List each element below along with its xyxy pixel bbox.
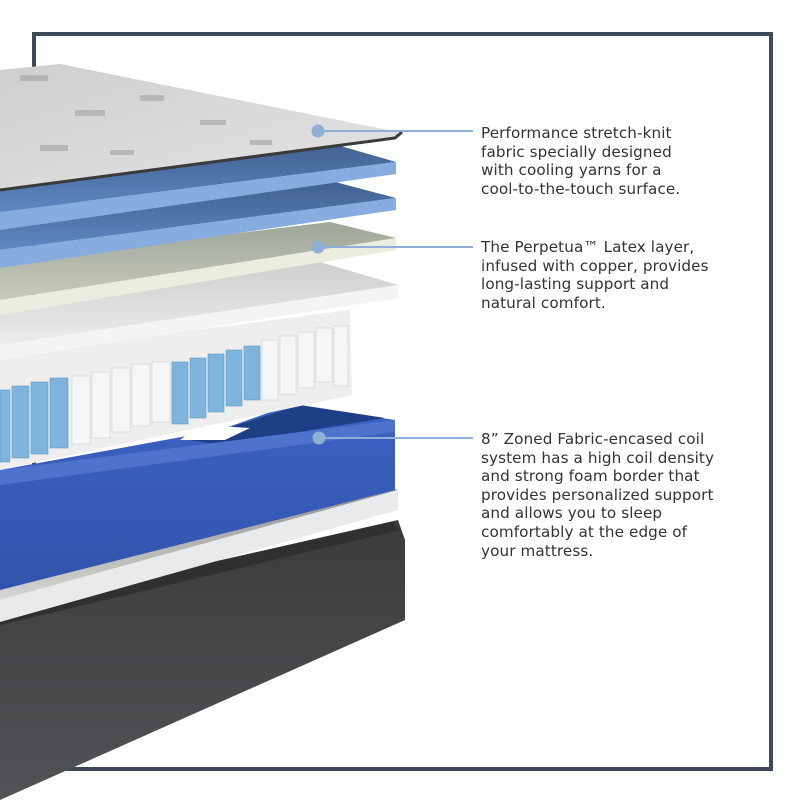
blue-foam-layer-1 [0, 140, 396, 230]
callout-dot-2 [311, 240, 325, 254]
pocket-coil-layer [0, 310, 352, 470]
latex-layer [0, 222, 396, 315]
callout-text-cover: Performance stretch-knit fabric speciall… [481, 124, 681, 198]
foam-border-layer [0, 405, 395, 590]
top-cover-layer [0, 64, 403, 192]
callout-leaders [311, 124, 473, 445]
callout-text-latex: The Perpetua™ Latex layer, infused with … [481, 238, 709, 312]
callout-dot-1 [311, 124, 325, 138]
white-foam-layer [0, 262, 398, 360]
callout-dot-3 [312, 431, 326, 445]
blue-foam-layer-2 [0, 178, 396, 268]
callout-text-coils: 8” Zoned Fabric-encased coil system has … [481, 430, 715, 560]
